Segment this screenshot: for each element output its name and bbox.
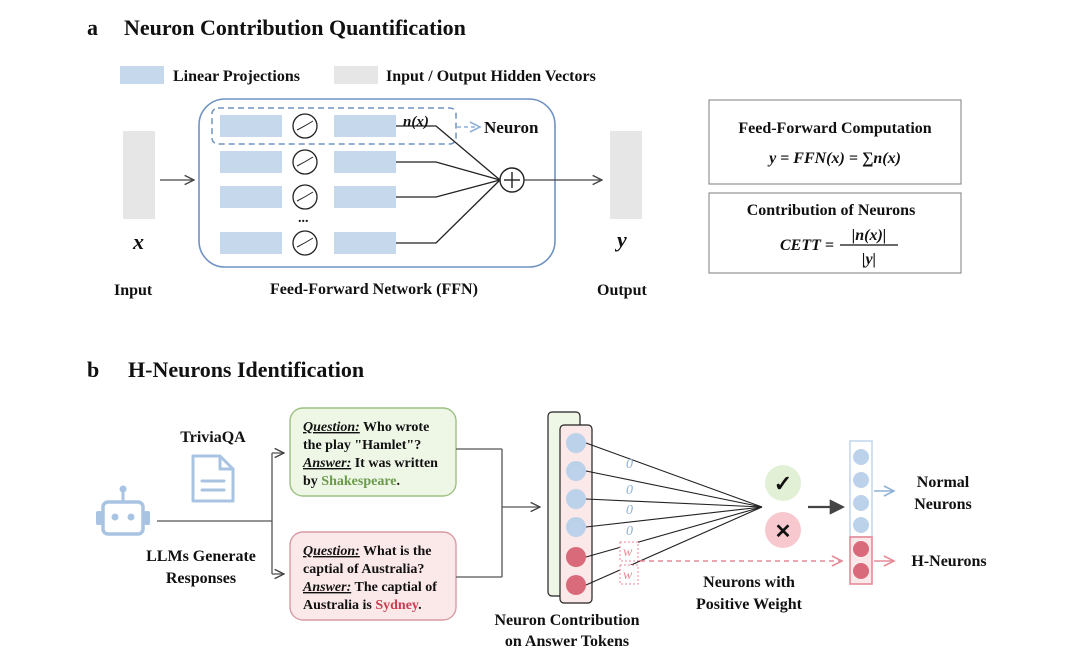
ffn-row-3: [220, 184, 396, 210]
dataset-label: TriviaQA: [180, 429, 246, 446]
output-symbol: y: [614, 227, 627, 252]
wrong-answer-highlight: Sydney: [375, 598, 419, 613]
ffn-row-1: [220, 113, 396, 139]
neuron-dashed-box: [211, 107, 457, 145]
neuron-label: Neuron: [484, 118, 539, 137]
contribution-title: Contribution of Neurons: [747, 202, 916, 219]
weight-label: 0: [626, 457, 633, 472]
panel-b-title: H-Neurons Identification: [128, 357, 364, 382]
classifier-lines: [585, 442, 763, 586]
cett-numerator: |n(x)|: [852, 227, 887, 244]
panel-a-letter: a: [87, 15, 98, 40]
up-projection: [220, 151, 282, 173]
h-neuron-node: [853, 541, 869, 557]
ffn-computation-box: [708, 99, 962, 185]
llm-label-line1: LLMs Generate: [146, 548, 256, 565]
panel-a: a Neuron Contribution Quantification Lin…: [87, 15, 962, 299]
neuron-node: [566, 517, 586, 537]
up-projection: [220, 232, 282, 254]
qa-wrong-line2: captial of Australia?: [303, 562, 424, 577]
neuron-node: [853, 517, 869, 533]
neuron-node: [853, 449, 869, 465]
down-projection: [334, 186, 396, 208]
ffn-label: Feed-Forward Network (FFN): [270, 281, 478, 298]
panel-a-title: Neuron Contribution Quantification: [124, 15, 466, 40]
legend-swatch-linear: [120, 66, 164, 84]
qa-to-neurons-arrows: [456, 448, 540, 578]
input-vector: [123, 131, 155, 219]
h-neuron-node: [853, 563, 869, 579]
positive-label-line1: Neurons with: [703, 574, 795, 591]
down-projection: [334, 151, 396, 173]
neuron-node: [566, 433, 586, 453]
ffn-row-2: [220, 149, 396, 175]
positive-label-line2: Positive Weight: [696, 596, 803, 613]
h-neurons-label: H-Neurons: [911, 553, 986, 570]
neuron-column-nodes: [566, 433, 586, 595]
contribution-label-line1: Neuron Contribution: [494, 612, 639, 629]
contribution-box: [708, 192, 962, 274]
ffn-row-4: [220, 230, 396, 256]
check-icon: ✓: [774, 471, 792, 496]
weight-labels: 0 0 0 0 w w: [619, 457, 639, 585]
branch-arrows: [157, 453, 284, 574]
document-icon: [191, 454, 235, 503]
contribution-label-line2: on Answer Tokens: [505, 633, 629, 650]
up-projection: [220, 115, 282, 137]
qa-wrong-line3: Answer: The captial of: [302, 580, 437, 595]
qa-card-hallucinated: [289, 531, 457, 621]
legend-label-hidden: Input / Output Hidden Vectors: [386, 68, 596, 85]
cett-lhs: CETT =: [780, 237, 834, 254]
legend-label-linear: Linear Projections: [173, 68, 300, 85]
h-neuron-node: [566, 547, 586, 567]
cett-denominator: |y|: [862, 251, 876, 268]
neuron-node: [853, 472, 869, 488]
down-projection: [334, 115, 396, 137]
weight-label: w: [623, 568, 633, 583]
weight-label: 0: [626, 524, 633, 539]
input-symbol: x: [132, 229, 144, 254]
weight-label: 0: [626, 503, 633, 518]
weight-label: 0: [626, 483, 633, 498]
qa-correct-line2: the play "Hamlet"?: [303, 438, 421, 453]
output-vector: [610, 131, 642, 219]
qa-correct-line1: Question: Who wrote: [303, 420, 429, 435]
qa-card-correct: [289, 407, 457, 497]
qa-wrong-line1: Question: What is the: [303, 544, 432, 559]
neuron-node: [566, 461, 586, 481]
ffn-computation-formula: y = FFN(x) = ∑n(x): [767, 150, 901, 167]
qa-correct-line4: by Shakespeare.: [303, 474, 400, 489]
cross-icon: ✕: [775, 521, 792, 543]
panel-b: b H-Neurons Identification TriviaQA LLMs…: [87, 357, 987, 650]
ffn-computation-title: Feed-Forward Computation: [738, 120, 931, 137]
correct-answer-highlight: Shakespeare: [321, 474, 396, 489]
ffn-box: [198, 98, 556, 268]
normal-label-line1: Normal: [917, 474, 970, 491]
qa-wrong-line4: Australia is Sydney.: [303, 598, 422, 613]
llm-label-line2: Responses: [166, 570, 236, 587]
cross-icon-bg: [765, 512, 801, 548]
output-label: Output: [597, 282, 647, 299]
panel-b-letter: b: [87, 357, 99, 382]
down-projection: [334, 232, 396, 254]
neuron-node: [566, 489, 586, 509]
check-icon-bg: [765, 465, 801, 501]
input-label: Input: [114, 282, 153, 299]
neuron-node: [853, 495, 869, 511]
row-ellipsis: ...: [298, 211, 309, 226]
normal-label-line2: Neurons: [914, 496, 972, 513]
qa-correct-line3: Answer: It was written: [302, 456, 438, 471]
sum-connections: [396, 125, 501, 244]
up-projection: [220, 186, 282, 208]
robot-icon: [96, 485, 150, 536]
weight-label: w: [623, 545, 633, 560]
h-neuron-node: [566, 575, 586, 595]
n-x-label: n(x): [403, 114, 429, 130]
legend-swatch-hidden: [334, 66, 378, 84]
